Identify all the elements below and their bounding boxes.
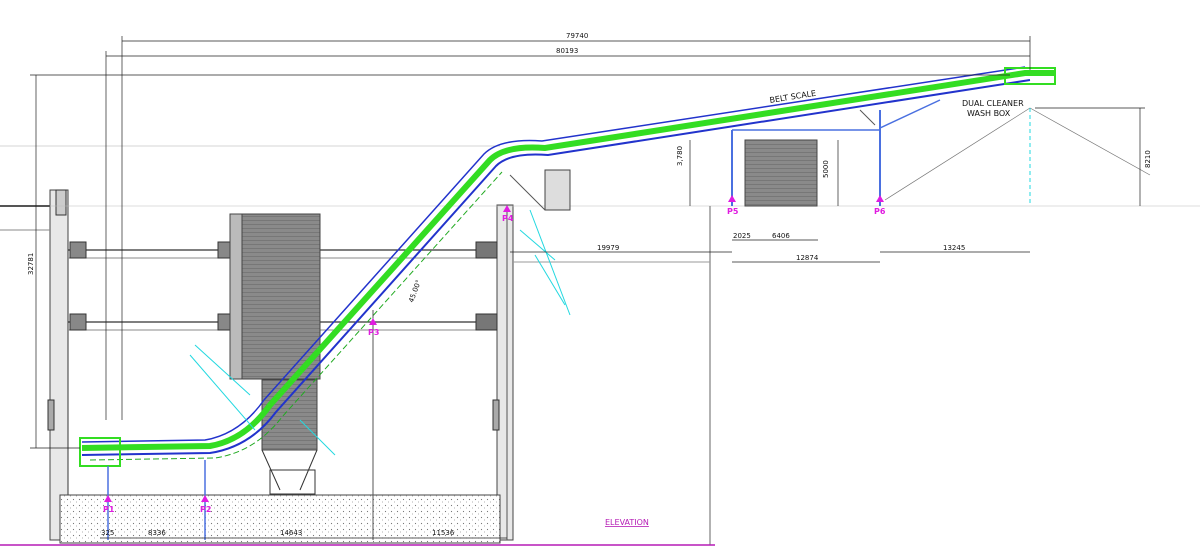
dim-local-offset: 3,780 [676, 146, 684, 166]
building-structure [0, 145, 1200, 546]
pier-label-3: P3 [368, 328, 379, 337]
pier-label-5: P5 [727, 207, 739, 216]
hopper-equipment [229, 213, 321, 495]
dim-span-bays: 12874 [796, 254, 819, 262]
cyan-guides [189, 209, 571, 456]
note-angle: 45.00° [407, 279, 423, 304]
dim-left-height: 32781 [27, 253, 35, 275]
dim-support-height: 5000 [822, 160, 830, 178]
dimension-lines [30, 36, 1145, 539]
dim-bay-small: 2025 [733, 232, 751, 240]
dim-bottom-4: 11536 [432, 529, 455, 537]
dim-span-right: 13245 [943, 244, 965, 252]
dim-top-overall: 79740 [566, 32, 588, 40]
note-cleaner-line2: WASH BOX [967, 109, 1011, 118]
dim-bay-large: 6406 [772, 232, 790, 240]
dim-span-upper: 19979 [597, 244, 619, 252]
dim-bottom-1: 325 [101, 529, 114, 537]
support-bay [731, 99, 1151, 207]
pier-label-4: P4 [502, 214, 514, 223]
pier-label-1: P1 [103, 505, 115, 514]
view-title: ELEVATION [605, 518, 649, 527]
conveyor-belt [79, 66, 1056, 467]
pier-label-6: P6 [874, 207, 886, 216]
pier-markers: P1 P2 P3 P4 P5 P6 [103, 195, 886, 514]
pier-label-2: P2 [200, 505, 211, 514]
dim-second-overall: 80193 [556, 47, 578, 55]
dim-right-height: 8210 [1144, 150, 1152, 168]
note-cleaner-line1: DUAL CLEANER [962, 99, 1024, 108]
dim-bottom-3: 14643 [280, 529, 302, 537]
dim-bottom-2: 8336 [148, 529, 166, 537]
